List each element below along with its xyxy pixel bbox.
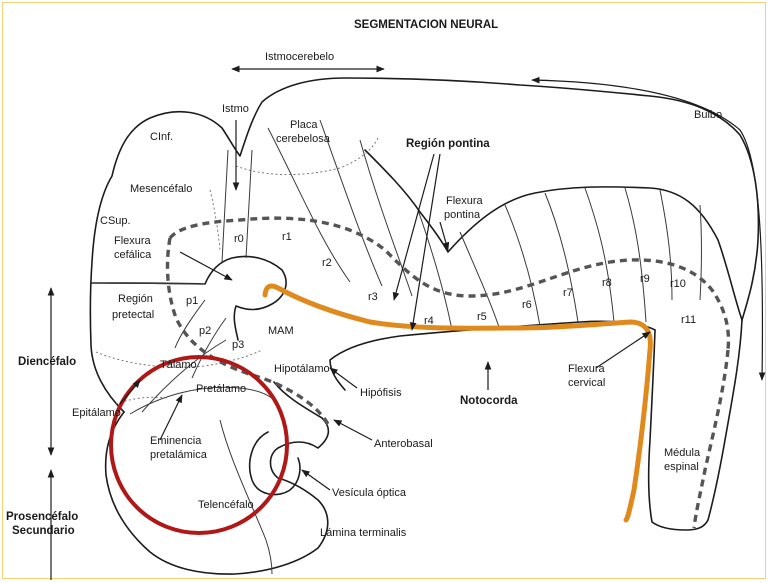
label-telencefalo: Telencéfalo (198, 499, 254, 511)
label-notocorda: Notocorda (460, 395, 518, 407)
r1-boundary (268, 128, 350, 282)
label-r7: r7 (563, 287, 573, 299)
label-r11: r11 (681, 314, 696, 326)
label-bulbo: Bulbo (694, 109, 722, 121)
label-prosencefalo-2: Secundario (12, 525, 75, 537)
label-placa-2: cerebelosa (276, 133, 331, 145)
label-r4: r4 (424, 315, 434, 327)
label-region-pontina: Región pontina (406, 138, 490, 150)
r3-boundary (360, 140, 412, 296)
label-region-pretectal-1: Región (118, 293, 153, 305)
vesicula-arrow (302, 470, 330, 490)
label-r2: r2 (322, 257, 332, 269)
r7-boundary (545, 193, 578, 322)
label-r0: r0 (234, 233, 244, 245)
hipofisis-arrow (330, 368, 357, 388)
label-r8: r8 (602, 277, 612, 289)
label-r1: r1 (282, 231, 292, 243)
label-r3: r3 (368, 291, 378, 303)
optic-vesicle-contour (250, 432, 300, 495)
label-region-pretectal-2: pretectal (112, 309, 154, 321)
isthmus-boundary-left (222, 150, 228, 262)
forebrain-ventral-contour (106, 382, 329, 574)
telencefalo-boundary (220, 420, 272, 574)
label-diencefalo: Diencéfalo (18, 356, 76, 368)
label-hipofisis: Hipófisis (360, 387, 402, 399)
label-placa-1: Placa (290, 119, 318, 131)
label-p1: p1 (186, 295, 198, 307)
label-flexura-pontina-1: Flexura (446, 195, 484, 207)
r11-boundary (700, 205, 702, 300)
label-vesicula: Vesícula óptica (332, 487, 407, 499)
label-p3: p3 (232, 339, 244, 351)
label-epitalamo: Epitálamo (72, 407, 121, 419)
label-csup: CSup. (100, 215, 131, 227)
anterobasal-arrow (334, 420, 372, 440)
label-r9: r9 (640, 273, 650, 285)
label-medula-2: espinal (664, 461, 699, 473)
label-talamo: Tálamo (160, 359, 197, 371)
label-r5: r5 (477, 311, 487, 323)
forebrain-dashed-boundary (168, 238, 330, 428)
label-r6: r6 (522, 299, 532, 311)
epitalamo-arrow (120, 380, 140, 404)
label-pretalamo: Pretálamo (196, 383, 246, 395)
label-anterobasal: Anterobasal (374, 438, 433, 450)
spinal-dashed-boundary (694, 350, 728, 528)
label-flexura-cervical-1: Flexura (568, 363, 606, 375)
label-mesencefalo: Mesencéfalo (130, 183, 192, 195)
label-r10: r10 (670, 278, 686, 290)
isthmus-boundary-right (246, 150, 252, 258)
label-flexura-cefalica-2: cefálica (114, 249, 152, 261)
r8-boundary (585, 188, 614, 322)
label-hipotalamo: Hipotálamo (274, 363, 330, 375)
label-istmo: Istmo (222, 103, 249, 115)
r9-boundary (625, 188, 646, 322)
label-p2: p2 (199, 325, 211, 337)
label-lamina: Lámina terminalis (320, 527, 407, 539)
label-flexura-cervical-2: cervical (568, 377, 605, 389)
region-pontina-arrow-2 (412, 154, 440, 330)
flexura-cefalica-arrow (180, 252, 232, 280)
label-prosencefalo-1: Prosencéfalo (6, 511, 78, 523)
label-mam: MAM (268, 325, 294, 337)
label-flexura-pontina-2: pontina (444, 209, 481, 221)
ventral-floor-contour (330, 321, 655, 390)
pontine-notch-contour (365, 150, 742, 320)
label-eminencia-2: pretalámica (150, 449, 208, 461)
label-istmocerebelo: Istmocerebelo (265, 51, 334, 63)
eminencia-arrow (160, 395, 182, 440)
label-medula-1: Médula (664, 447, 701, 459)
figure-title: SEGMENTACION NEURAL (354, 19, 498, 31)
label-eminencia-1: Eminencia (150, 435, 202, 447)
label-cinf: CInf. (150, 131, 173, 143)
label-flexura-cefalica-1: Flexura (114, 235, 152, 247)
r4-boundary (418, 210, 452, 330)
